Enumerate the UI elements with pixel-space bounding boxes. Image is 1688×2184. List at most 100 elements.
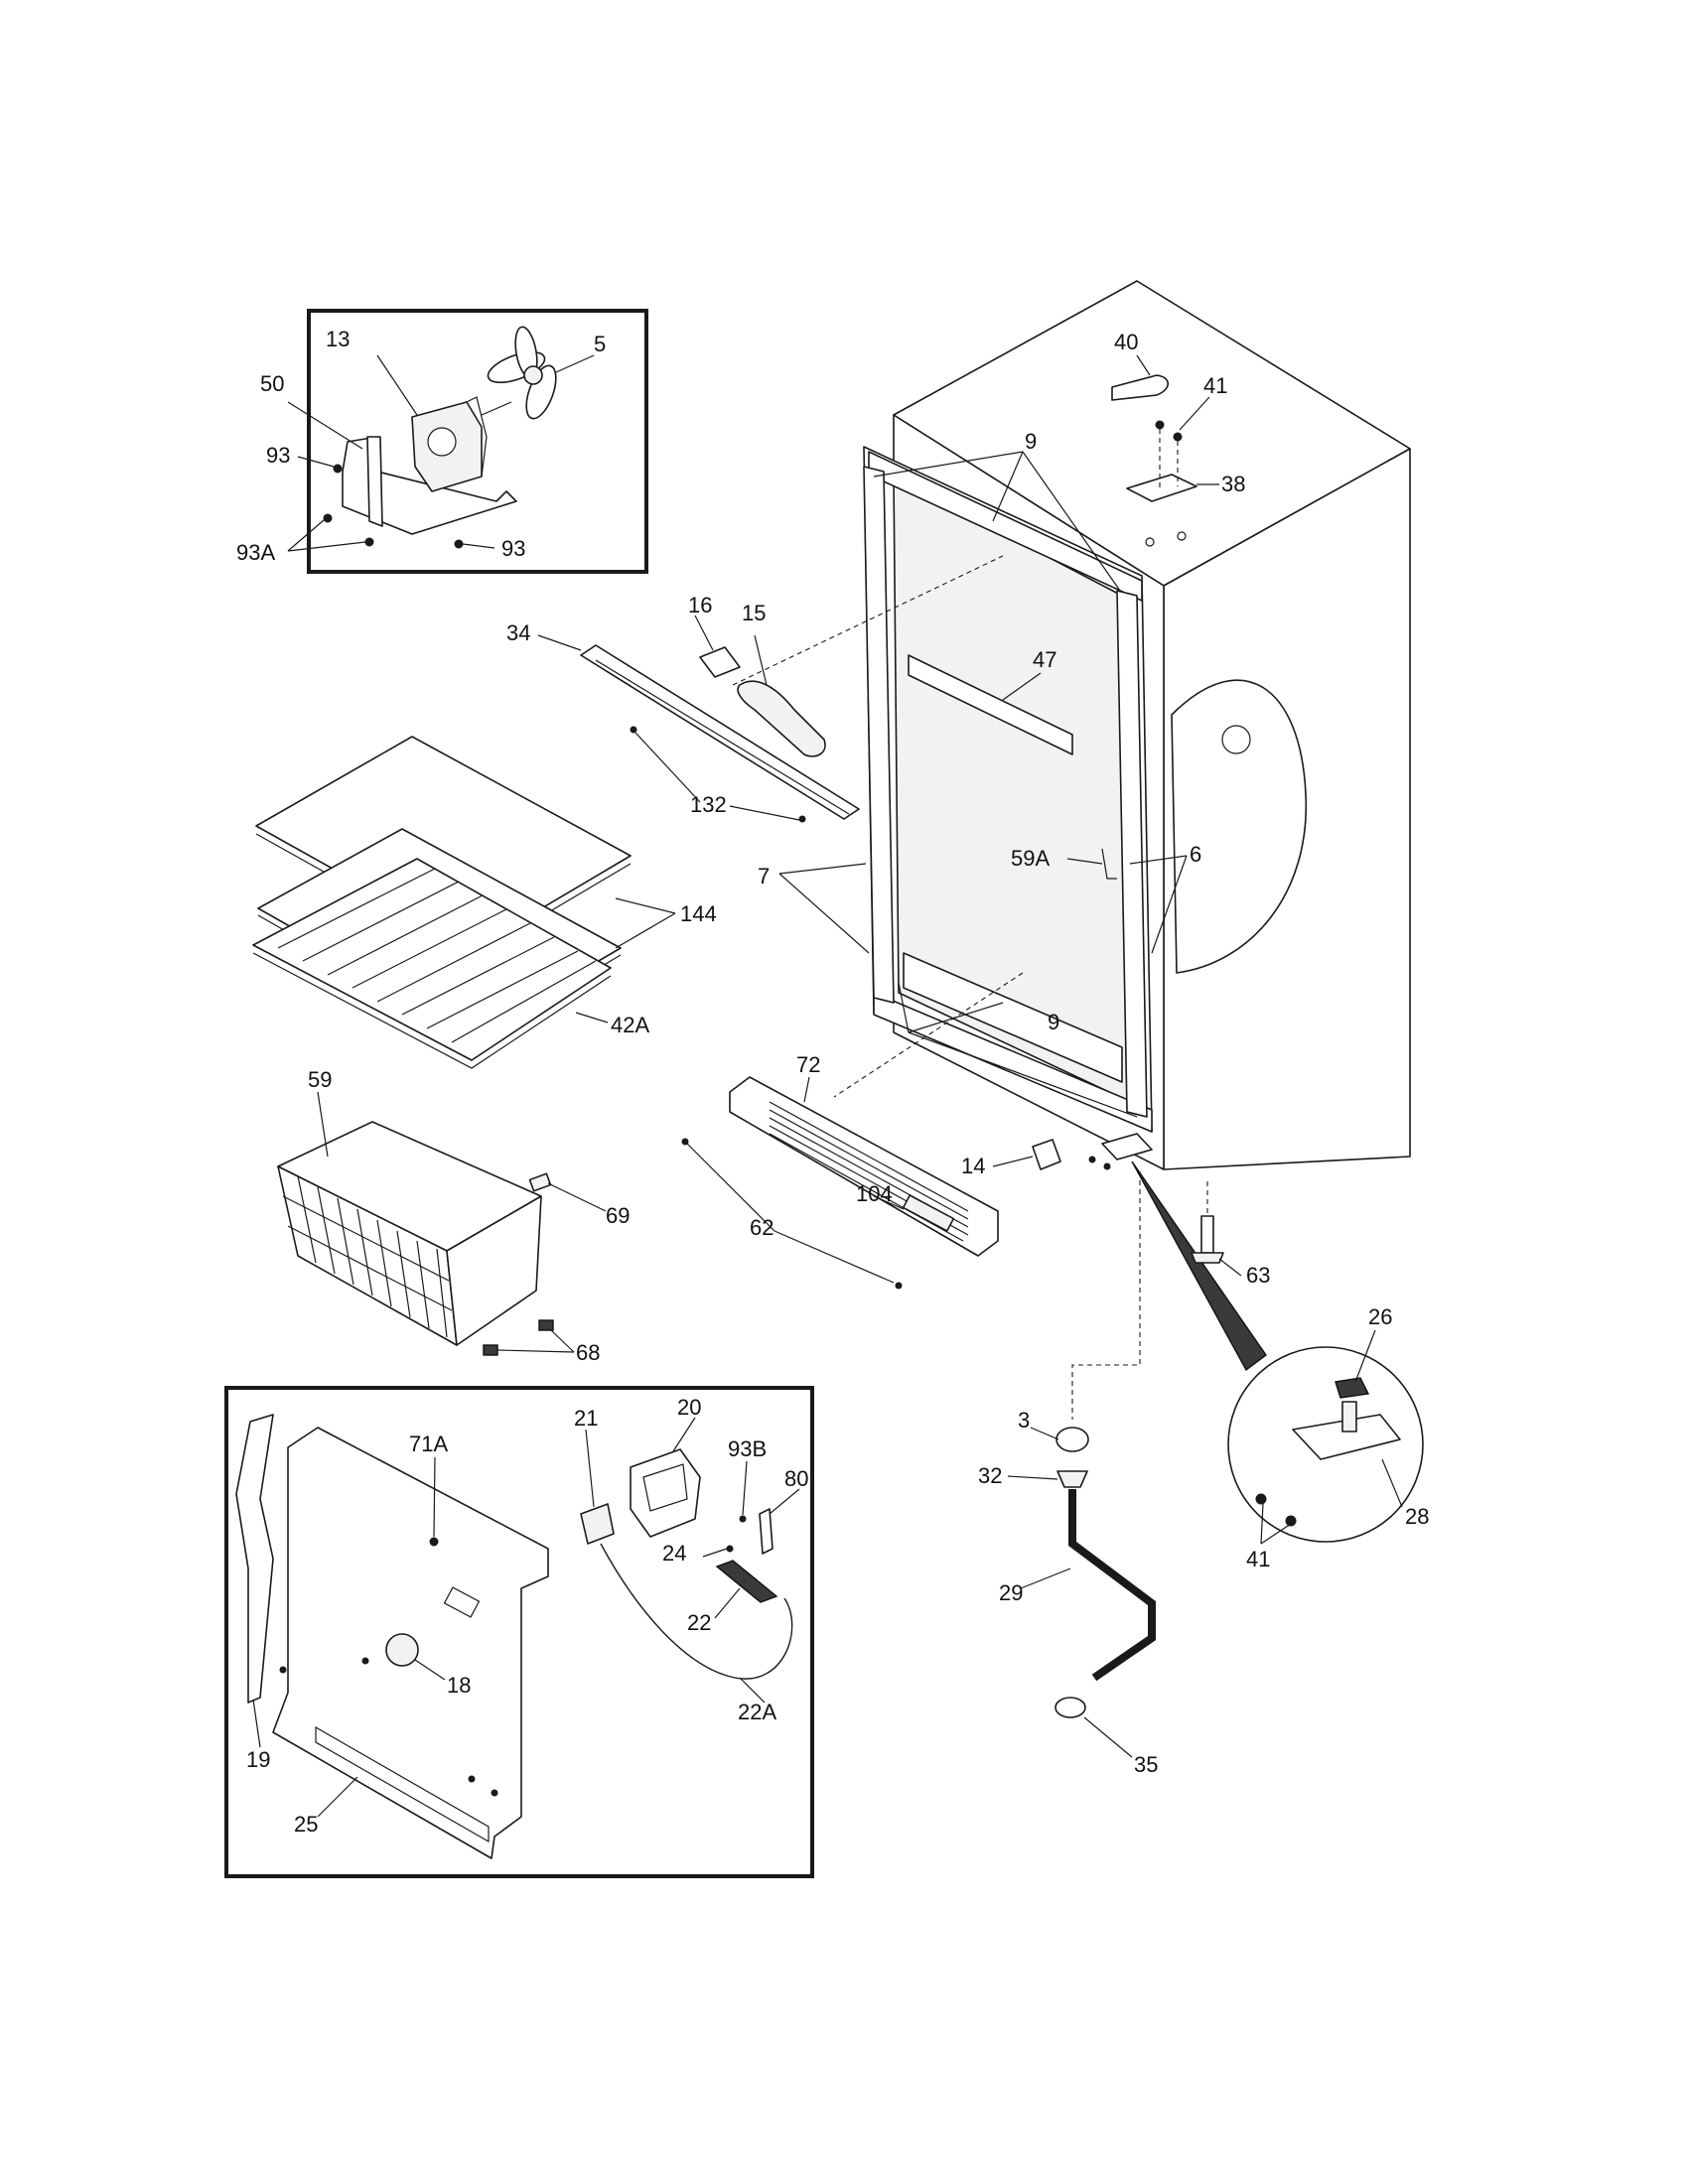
screw-panel-a bbox=[279, 1666, 287, 1674]
leader-63 bbox=[1218, 1258, 1242, 1277]
leader-41-top bbox=[1179, 396, 1210, 431]
callout-38: 38 bbox=[1221, 472, 1245, 496]
callout-93a: 93A bbox=[236, 540, 275, 565]
drain-plug-3 bbox=[1055, 1427, 1089, 1452]
callout-50: 50 bbox=[260, 371, 284, 396]
callout-62: 62 bbox=[750, 1215, 774, 1240]
leader-35 bbox=[1083, 1716, 1133, 1758]
callout-19: 19 bbox=[246, 1747, 270, 1772]
hinge-hole-a bbox=[1145, 537, 1155, 547]
grommet-18 bbox=[385, 1633, 419, 1667]
callout-3: 3 bbox=[1018, 1408, 1030, 1433]
evaporator-plate bbox=[1171, 679, 1308, 974]
lower-hinge-group bbox=[1007, 1133, 1424, 1758]
leader-15 bbox=[754, 634, 768, 686]
callout-40: 40 bbox=[1114, 330, 1138, 354]
basket-glide-b bbox=[538, 1319, 554, 1331]
callout-13: 13 bbox=[326, 327, 350, 351]
motor-shaft bbox=[481, 401, 512, 416]
basket-side bbox=[446, 1195, 542, 1346]
leader-20 bbox=[672, 1417, 696, 1452]
leader-50 bbox=[287, 401, 363, 450]
callout-16: 16 bbox=[688, 593, 712, 617]
gasket-left bbox=[863, 466, 895, 1004]
light-tube bbox=[737, 680, 826, 757]
screw-41-lower-b bbox=[1285, 1515, 1297, 1527]
leader-29 bbox=[1020, 1568, 1071, 1589]
hinge-cover bbox=[1111, 374, 1170, 401]
callout-93-right: 93 bbox=[501, 536, 525, 561]
switch-14 bbox=[1032, 1139, 1061, 1170]
plate-hole bbox=[1221, 725, 1251, 754]
leader-28 bbox=[1381, 1458, 1403, 1508]
leader-5 bbox=[555, 354, 595, 373]
callout-144: 144 bbox=[680, 901, 717, 926]
leveler-63 bbox=[1200, 1215, 1214, 1254]
hinge-pin bbox=[1341, 1401, 1357, 1433]
screw-62-b bbox=[895, 1282, 903, 1290]
drain-dash bbox=[1071, 1171, 1141, 1420]
leader-144 bbox=[615, 897, 676, 949]
callout-28: 28 bbox=[1405, 1504, 1429, 1529]
leader-19 bbox=[252, 1699, 261, 1748]
bottom-trim bbox=[903, 952, 1123, 1083]
leader-72 bbox=[803, 1076, 810, 1103]
gasket-right bbox=[1116, 590, 1148, 1118]
wire-shelf-rods bbox=[277, 868, 597, 1043]
light-shield bbox=[580, 644, 860, 820]
leader-13 bbox=[376, 354, 418, 416]
inset-frame-rear bbox=[224, 1386, 814, 1878]
fan-motor-inset bbox=[287, 309, 648, 574]
screw-93a-upper bbox=[323, 513, 333, 523]
basket-glide-a bbox=[483, 1344, 498, 1356]
callout-41-top: 41 bbox=[1203, 373, 1227, 398]
callout-22: 22 bbox=[687, 1610, 711, 1635]
callout-7: 7 bbox=[758, 864, 770, 888]
screw-24 bbox=[726, 1545, 734, 1553]
callout-59: 59 bbox=[308, 1067, 332, 1092]
cover-20 bbox=[630, 1448, 701, 1538]
inset-frame-fan bbox=[307, 309, 648, 574]
callout-80: 80 bbox=[784, 1466, 808, 1491]
leader-71a bbox=[433, 1456, 436, 1538]
leveler-foot bbox=[1191, 1252, 1224, 1264]
hinge-hole-b bbox=[1177, 531, 1187, 541]
callout-14: 14 bbox=[961, 1154, 985, 1178]
callout-42a: 42A bbox=[611, 1013, 649, 1037]
callout-5: 5 bbox=[594, 332, 606, 356]
rear-panel-inset bbox=[224, 1386, 814, 1878]
leader-93b bbox=[742, 1460, 748, 1516]
callout-32: 32 bbox=[978, 1463, 1002, 1488]
screw-93-left bbox=[333, 464, 343, 474]
screw-panel-c bbox=[468, 1775, 476, 1783]
callout-34: 34 bbox=[506, 620, 530, 645]
callout-labels: 9 9 13 5 50 93 93A 93 40 41 38 16 15 34 … bbox=[236, 327, 1429, 1837]
screw-132-a bbox=[630, 726, 637, 734]
leader-14 bbox=[992, 1156, 1034, 1167]
leader-7 bbox=[778, 863, 870, 954]
leader-62 bbox=[686, 1143, 895, 1284]
leader-9-top bbox=[873, 451, 1121, 592]
callout-24: 24 bbox=[662, 1541, 686, 1566]
leader-18 bbox=[414, 1659, 446, 1681]
leader-6 bbox=[1129, 855, 1188, 954]
callout-93b: 93B bbox=[728, 1436, 767, 1461]
shelves bbox=[252, 736, 676, 1069]
leader-69 bbox=[547, 1182, 607, 1212]
motor-side bbox=[466, 396, 488, 478]
leader-16 bbox=[694, 614, 714, 651]
callout-26: 26 bbox=[1368, 1304, 1392, 1329]
leader-24 bbox=[702, 1548, 728, 1558]
callout-25: 25 bbox=[294, 1812, 318, 1837]
wire-shelf-edge bbox=[252, 952, 612, 1069]
screw-132-b bbox=[798, 815, 806, 823]
leader-68 bbox=[496, 1329, 575, 1353]
shelf-rail bbox=[908, 654, 1073, 755]
leader-32 bbox=[1007, 1475, 1058, 1480]
callout-69: 69 bbox=[606, 1203, 630, 1228]
callout-104: 104 bbox=[856, 1181, 893, 1206]
screw-lower-b bbox=[1103, 1162, 1111, 1170]
screw-41-a bbox=[1155, 420, 1165, 430]
screw-93-right bbox=[454, 539, 464, 549]
